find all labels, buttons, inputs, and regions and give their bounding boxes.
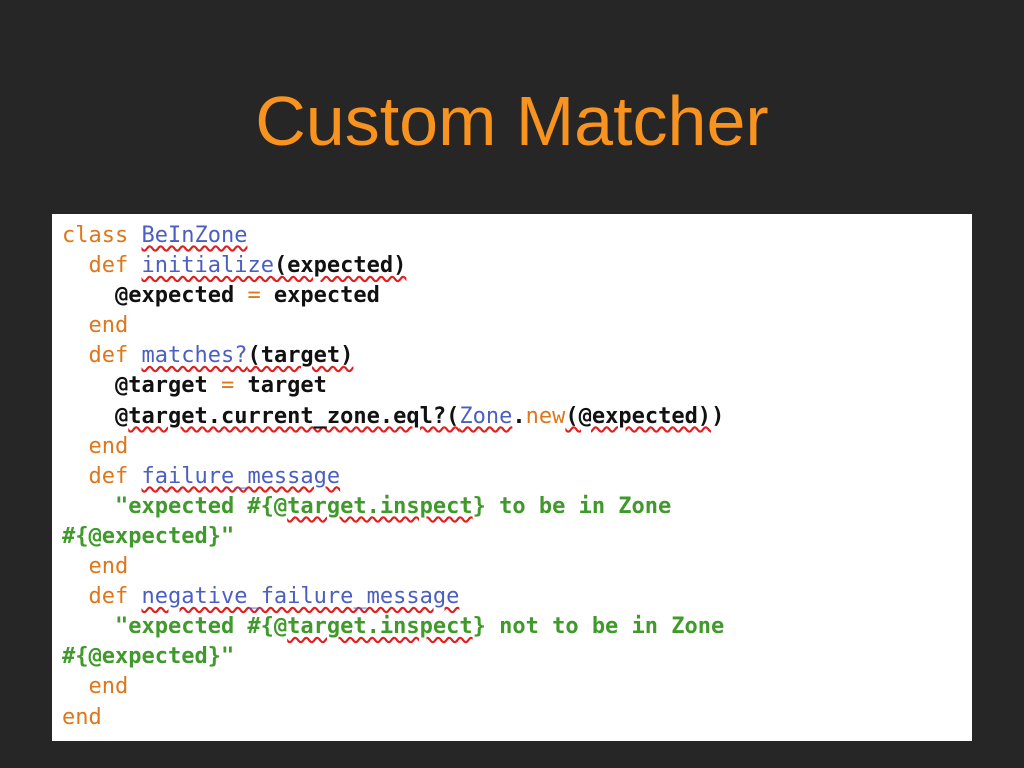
code-token: matches? (141, 343, 248, 369)
code-token: def (62, 253, 142, 279)
code-line: def initialize(expected) (62, 251, 972, 281)
code-token: BeInZone (141, 223, 248, 248)
code-token: target (234, 373, 327, 399)
code-line: "expected #{@target.inspect} not to be i… (62, 612, 972, 642)
code-token: negative_failure_message (141, 584, 460, 610)
code-token: def (62, 584, 142, 610)
code-token: . (512, 403, 526, 429)
code-token: @ (62, 403, 129, 429)
code-token: (@expected) (565, 403, 712, 429)
code-token: expected (260, 283, 380, 309)
slide-title: Custom Matcher (255, 82, 769, 160)
code-token: @expected (62, 283, 248, 309)
code-line: end (62, 311, 972, 341)
code-line: class BeInZone (62, 221, 972, 251)
code-token: end (62, 674, 129, 700)
code-line: #{@expected}" (62, 642, 972, 672)
code-token: target.inspect (287, 614, 473, 640)
code-token: "expected #{@ (62, 614, 288, 640)
code-line: @expected = expected (62, 281, 972, 311)
code-token: def (62, 463, 142, 489)
code-line: #{@expected}" (62, 522, 972, 552)
code-token: ) (711, 403, 725, 429)
code-token: @target (62, 373, 221, 399)
code-token: "expected #{@ (62, 493, 288, 519)
code-line: @target = target (62, 371, 972, 401)
code-token: end (62, 313, 129, 339)
code-token: target.inspect (287, 493, 473, 519)
code-line: end (62, 672, 972, 702)
code-token: #{@expected}" (62, 523, 235, 549)
code-token: end (62, 433, 129, 459)
code-token: = (247, 283, 261, 309)
code-token: #{@expected}" (62, 644, 235, 670)
code-token: class (62, 223, 142, 248)
code-token: } not to be in Zone (472, 614, 725, 640)
code-token: initialize (141, 253, 274, 279)
code-token: def (62, 343, 142, 369)
code-line: end (62, 703, 972, 733)
code-token: failure_message (141, 463, 341, 489)
code-token: end (62, 704, 102, 730)
code-token: end (62, 554, 129, 580)
code-token: (expected) (273, 253, 407, 279)
code-line: def matches?(target) (62, 341, 972, 371)
code-token: new (525, 403, 566, 429)
code-line: def negative_failure_message (62, 582, 972, 612)
code-line: @target.current_zone.eql?(Zone.new(@expe… (62, 402, 972, 432)
code-line: end (62, 432, 972, 462)
code-token: (target) (247, 343, 354, 369)
code-line: end (62, 552, 972, 582)
code-token: target.current_zone.eql?( (128, 403, 460, 429)
code-token: = (220, 373, 235, 399)
code-token: } to be in Zone (472, 493, 672, 519)
code-line: def failure_message (62, 462, 972, 492)
code-token: Zone (459, 403, 513, 429)
code-line: "expected #{@target.inspect} to be in Zo… (62, 492, 972, 522)
code-block: class BeInZone def initialize(expected) … (52, 214, 972, 741)
